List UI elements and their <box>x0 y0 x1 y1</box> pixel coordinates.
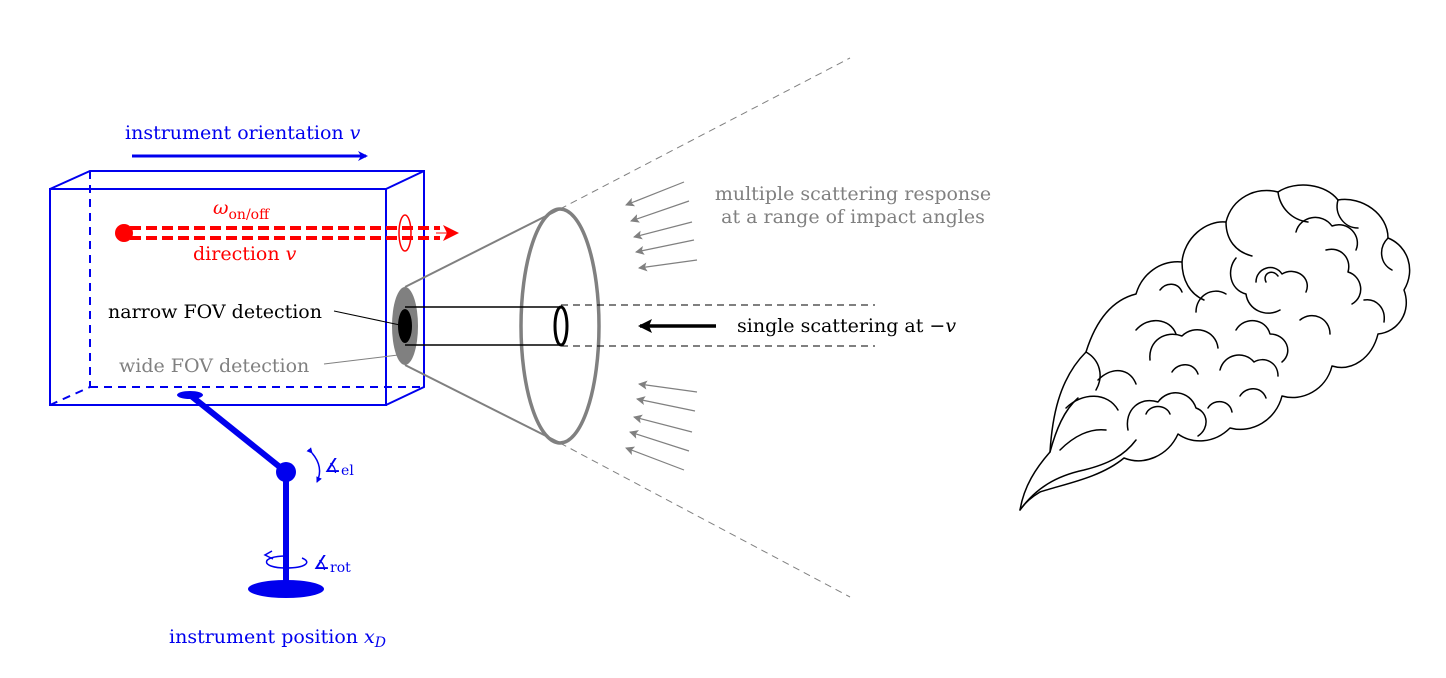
wide-fov-leader <box>323 354 399 365</box>
box-hidden-edges <box>49 171 424 406</box>
multiple-scattering-label-1: multiple scattering response <box>715 183 991 205</box>
wide-fov-cone <box>404 57 851 598</box>
wide-fov-label: wide FOV detection <box>119 355 309 377</box>
instrument-box <box>49 170 425 406</box>
position-label: instrument position xD <box>169 626 386 651</box>
narrow-fov-cylinder <box>405 304 875 347</box>
multiple-scattering-arrows-upper <box>625 181 698 272</box>
laser-beam <box>115 214 459 252</box>
rotation-arrowhead-icon <box>263 550 274 560</box>
chopper-ellipse <box>398 214 412 252</box>
cloud-icon <box>1019 184 1411 511</box>
beam-source-dot <box>115 224 133 242</box>
instrument-mount <box>177 391 324 598</box>
cylinder-aperture <box>553 305 569 347</box>
narrow-fov-leader <box>333 310 401 326</box>
box-corner-edge <box>385 170 425 190</box>
narrow-fov-detector <box>398 309 412 343</box>
rotation-label: ∡rot <box>313 552 351 576</box>
orientation-label: instrument orientation v <box>125 122 361 144</box>
single-scattering-label: single scattering at −v <box>737 315 956 337</box>
multiple-scattering-label-2: at a range of impact angles <box>721 206 985 228</box>
elevation-arrow-icon <box>306 447 322 483</box>
box-front-face <box>49 188 387 406</box>
narrow-fov-label: narrow FOV detection <box>108 301 322 323</box>
multiple-scattering-arrows-lower <box>625 380 698 471</box>
elevation-label: ∡el <box>324 455 354 479</box>
rotation-arrow-icon <box>265 555 308 569</box>
cone-aperture <box>519 207 601 445</box>
mount-base <box>248 580 324 598</box>
direction-label: direction v <box>193 243 297 265</box>
omega-label: ωon/off <box>213 197 270 223</box>
